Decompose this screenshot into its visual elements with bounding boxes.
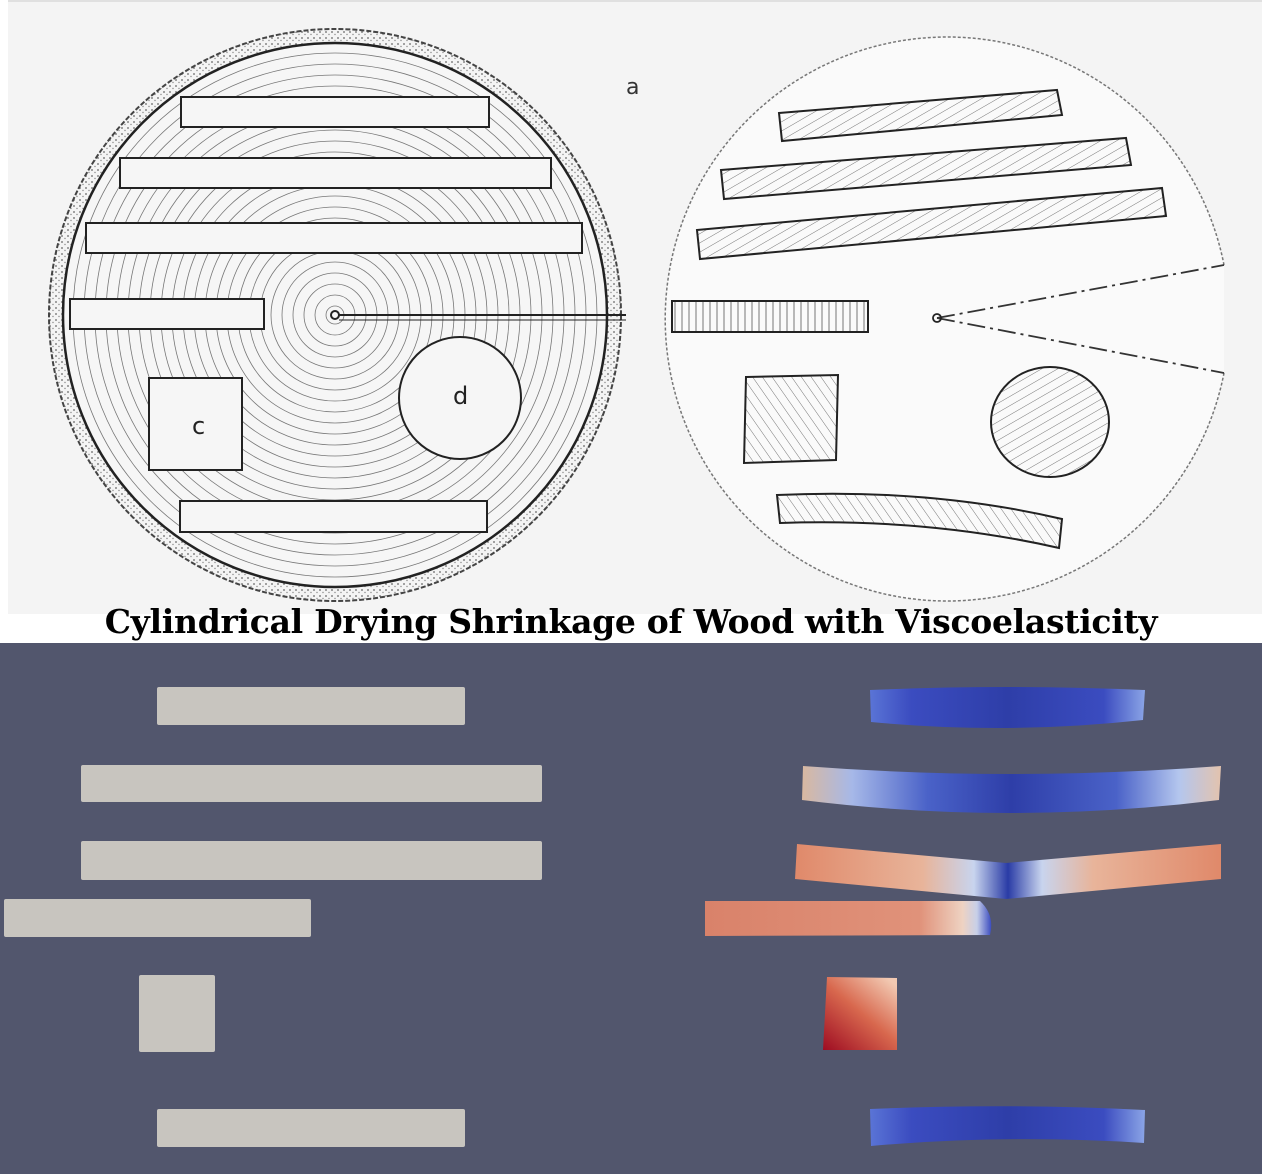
- deformed-board-3: [795, 844, 1221, 899]
- undeformed-board-3: [81, 841, 542, 880]
- circle-label: d: [453, 382, 468, 410]
- wood-sketch-drawing: c d a: [8, 0, 1262, 614]
- figure-caption: Cylindrical Drying Shrinkage of Wood wit…: [104, 602, 1158, 641]
- deformed-board-2: [802, 766, 1221, 813]
- undeformed-board-5: [157, 1109, 465, 1147]
- warped-board-1: [777, 88, 1064, 143]
- sketch-board-2: [119, 157, 552, 189]
- sketch-board-3: [85, 222, 583, 254]
- dried-log-cross-section: [664, 36, 1225, 602]
- sketch-board-4: [69, 298, 265, 330]
- cupped-board-5: [775, 492, 1064, 550]
- dried-pith: [932, 313, 942, 323]
- deformed-board-1: [870, 687, 1145, 729]
- simulation-render: [0, 643, 1262, 1174]
- deformed-board-4: [705, 901, 992, 936]
- square-label: c: [192, 412, 205, 440]
- undeformed-pieces: [4, 687, 542, 1147]
- crack-wedge-lower: [936, 317, 1225, 374]
- deformed-square: [823, 977, 897, 1050]
- sketch-panel: c d a Cylindrical Drying Shrinkage of Wo…: [8, 0, 1262, 641]
- undeformed-board-4: [4, 899, 311, 937]
- undeformed-square: [139, 975, 215, 1052]
- sketch-square-c: [148, 377, 243, 471]
- crack-wedge-upper: [936, 264, 1225, 319]
- rhomboid-square: [742, 373, 840, 465]
- sketch-board-1: [180, 96, 490, 128]
- undeformed-board-2: [81, 765, 542, 802]
- shrunk-board-4: [671, 300, 869, 333]
- warped-board-2: [719, 136, 1133, 201]
- sketch-circle-d: [398, 336, 522, 460]
- oval-circle: [990, 366, 1110, 478]
- warped-board-3: [695, 186, 1168, 261]
- figure-label: a: [626, 75, 639, 100]
- sketch-board-5: [179, 500, 488, 533]
- undeformed-board-1: [157, 687, 465, 725]
- deformed-pieces: [705, 687, 1221, 1146]
- log-cross-section: c d: [48, 28, 626, 602]
- simulation-viewport: [0, 643, 1262, 1174]
- deformed-board-5: [870, 1106, 1145, 1146]
